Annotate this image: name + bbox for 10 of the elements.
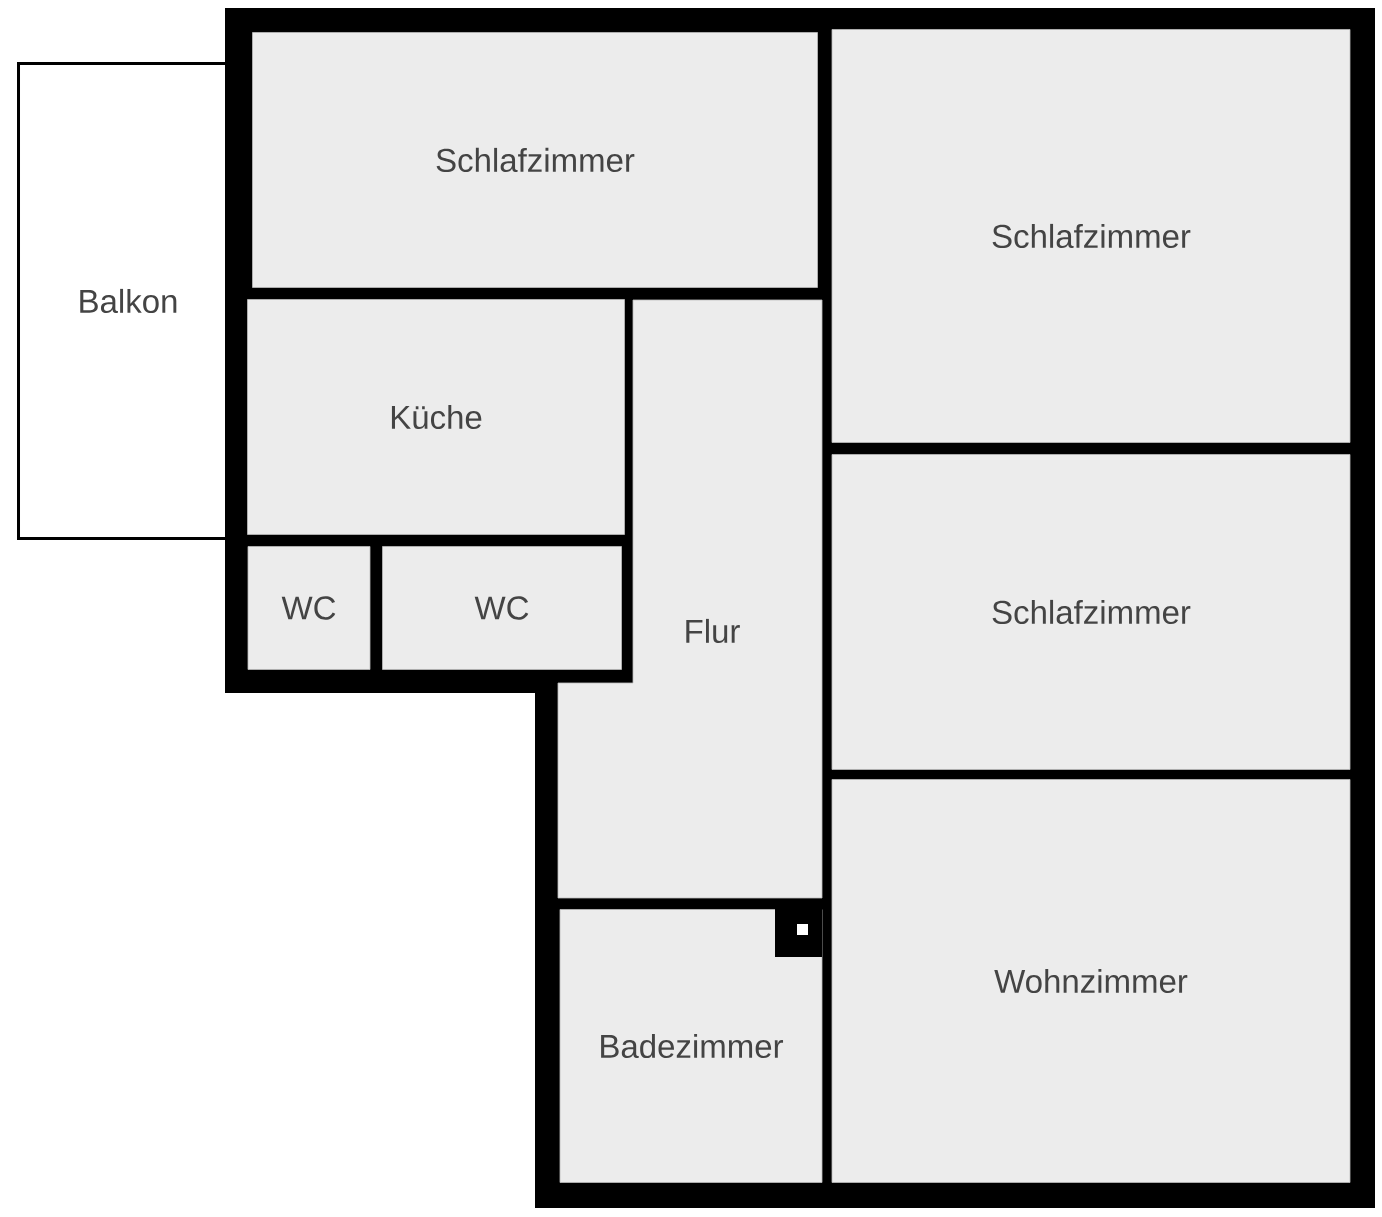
room: Schlafzimmer	[831, 454, 1351, 770]
room: WC	[382, 546, 622, 670]
room: WC	[247, 546, 371, 670]
room: Küche	[247, 299, 625, 535]
hallway-room: Flur	[557, 299, 823, 899]
room: Badezimmer	[559, 909, 823, 1183]
room: Schlafzimmer	[252, 32, 818, 288]
balcony-room: Balkon	[17, 62, 239, 540]
room: Wohnzimmer	[831, 779, 1351, 1183]
room: Schlafzimmer	[831, 29, 1351, 443]
